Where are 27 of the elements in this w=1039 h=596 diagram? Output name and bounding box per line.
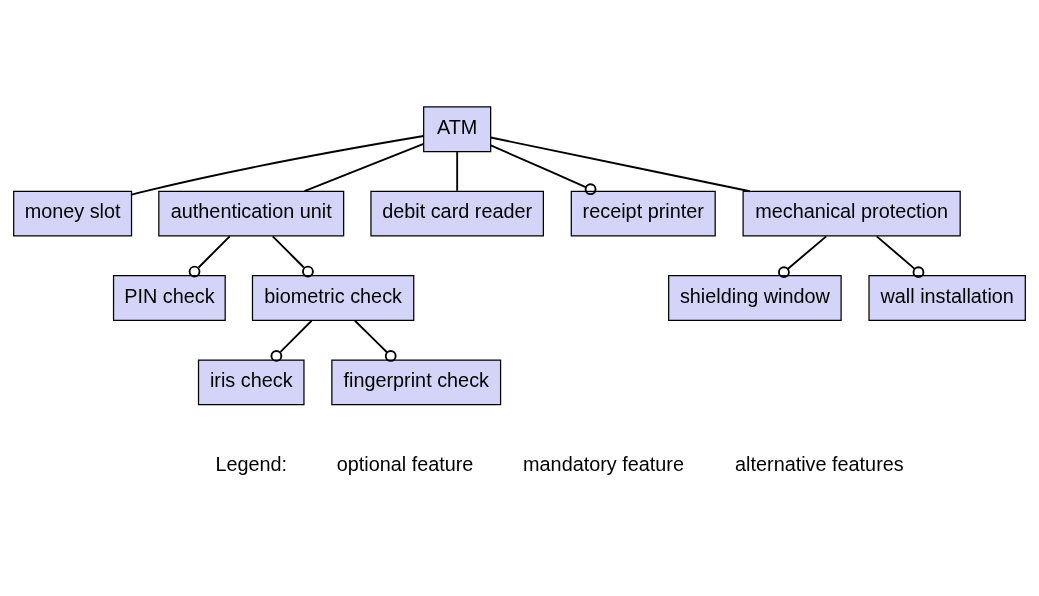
node-box: ATM [423,106,492,153]
label: Legend: [215,453,288,476]
connector [875,235,925,279]
node-box: biometric check [251,275,415,321]
node-box: receipt printer [570,190,716,237]
legend-label: alternative features [735,453,904,476]
connector [188,235,231,278]
connector [354,319,397,362]
node-box: PIN check [112,275,226,321]
connector [270,319,313,362]
node-box: debit card reader [370,190,544,237]
node-box: mechanical protection [742,190,961,237]
node-box: fingerprint check [331,359,502,406]
connector [130,135,425,196]
node-box: authentication unit [158,190,345,237]
node-box: wall installation [868,275,1026,321]
node-box: iris check [197,359,305,406]
legend-label: mandatory feature [523,453,685,476]
node-box: money slot [13,190,133,237]
connector [489,136,751,193]
connector [271,235,314,278]
connector [489,144,597,196]
connector [303,142,425,193]
node-box: shielding window [668,275,842,321]
connector [456,151,459,192]
legend-label: optional feature [336,453,474,476]
connector [778,235,828,279]
